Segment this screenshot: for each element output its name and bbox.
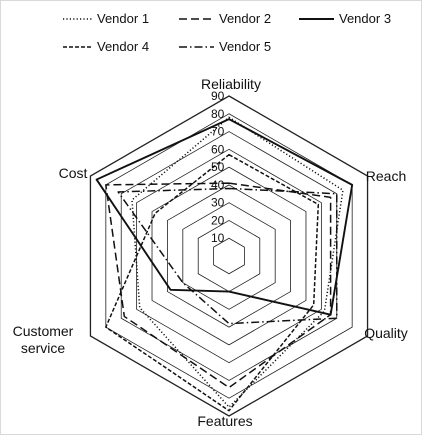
grid-ring-30 (182, 202, 276, 310)
tick-label-50: 50 (211, 160, 225, 174)
legend-item-vendor-3: Vendor 3 (299, 11, 391, 26)
axis-label-line: Quality (364, 325, 408, 341)
tick-labels: 10 20 30 40 50 60 70 80 90 (211, 89, 225, 245)
grid-ring-90 (89, 95, 369, 417)
series-vendor-2 (105, 182, 332, 389)
tick-label-10: 10 (211, 231, 225, 245)
legend-label-vendor-3: Vendor 3 (339, 11, 391, 26)
axis-label-features: Features (197, 413, 252, 429)
tick-label-80: 80 (211, 107, 225, 121)
legend-label-vendor-1: Vendor 1 (97, 11, 149, 26)
series-vendor-3 (95, 118, 354, 316)
tick-label-70: 70 (211, 125, 225, 139)
tick-label-30: 30 (211, 196, 225, 210)
series-vendor-4 (105, 153, 320, 412)
axis-label-line: Features (197, 413, 252, 429)
legend-item-vendor-1: Vendor 1 (63, 11, 149, 26)
legend-label-vendor-5: Vendor 5 (219, 39, 271, 54)
grid-ring-70 (120, 131, 338, 381)
grid-ring-60 (136, 148, 322, 364)
axis-label-reliability: Reliability (201, 76, 261, 92)
series-vendor-1 (131, 116, 344, 408)
legend-item-vendor-4: Vendor 4 (63, 39, 149, 54)
tick-label-60: 60 (211, 142, 225, 156)
legend: Vendor 1 Vendor 2 Vendor 3 Vendor 4 Vendor 5 (63, 11, 391, 54)
legend-label-vendor-2: Vendor 2 (219, 11, 271, 26)
grid-ring-20 (197, 219, 261, 293)
axis-label-reach: Reach (366, 168, 406, 184)
axis-label-line: Cost (59, 165, 88, 181)
tick-label-40: 40 (211, 178, 225, 192)
series-group (95, 116, 354, 412)
grid-ring-10 (213, 237, 245, 275)
legend-label-vendor-4: Vendor 4 (97, 39, 149, 54)
radar-grid (89, 95, 369, 417)
grid-ring-50 (151, 166, 307, 346)
axis-label-cost: Cost (59, 165, 88, 181)
axis-label-line: service (21, 340, 66, 356)
legend-item-vendor-5: Vendor 5 (179, 39, 271, 54)
tick-label-20: 20 (211, 213, 225, 227)
axis-label-line: Reach (366, 168, 406, 184)
axis-label-line: Reliability (201, 76, 261, 92)
tick-label-90: 90 (211, 89, 225, 103)
axis-label-quality: Quality (364, 325, 408, 341)
axis-label-line: Customer (13, 323, 74, 339)
grid-ring-40 (167, 184, 291, 328)
legend-item-vendor-2: Vendor 2 (179, 11, 271, 26)
series-vendor-5 (117, 187, 338, 325)
